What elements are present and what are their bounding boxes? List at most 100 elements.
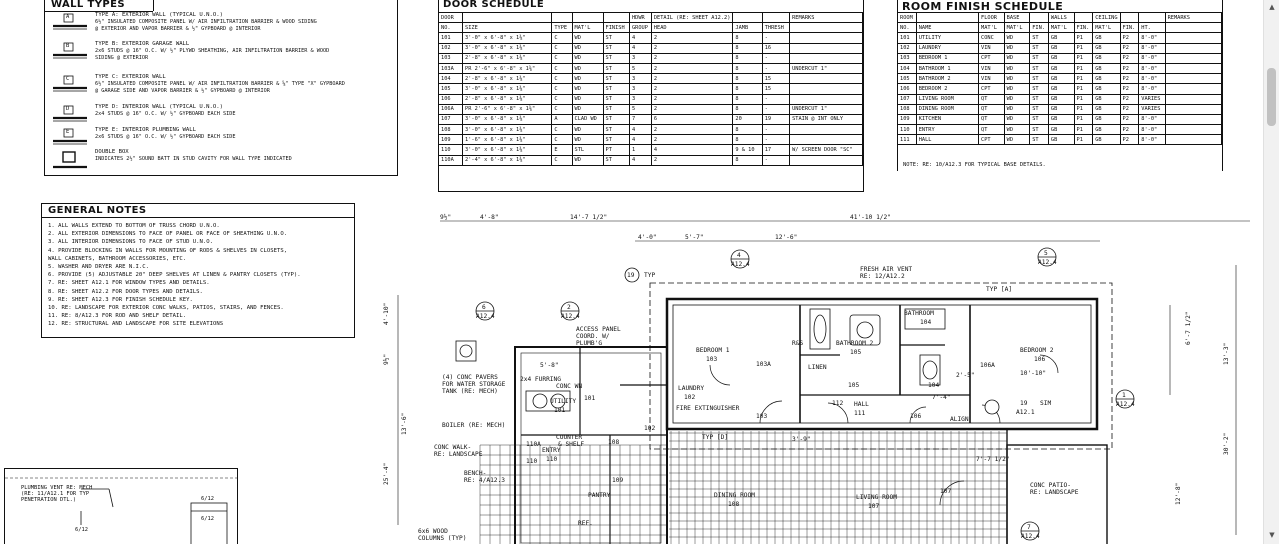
table-cell: - — [761, 154, 791, 166]
dimension-label: 13'-6" — [401, 413, 408, 435]
table-cell: 4 — [628, 124, 652, 136]
table-cell: 2 — [650, 62, 734, 75]
wall-type-tag: C — [66, 76, 70, 82]
table-cell: WD — [571, 83, 604, 95]
dimension-label: 7'-7 1/2" — [976, 456, 1010, 463]
table-cell: - — [761, 32, 791, 44]
table-cell: 103 — [897, 52, 917, 64]
scroll-down-arrow-icon[interactable]: ▼ — [1269, 531, 1275, 539]
table-cell: 9 & 10 — [732, 144, 763, 156]
table-cell: JAMB — [732, 22, 763, 34]
wall-type-callout: TYP [A] — [986, 286, 1012, 293]
dimension-label: 9½" — [440, 213, 451, 221]
table-cell — [1164, 83, 1223, 95]
table-cell: 2 — [650, 134, 734, 146]
table-cell: LIVING ROOM — [915, 93, 980, 105]
table-cell: ST — [1029, 134, 1049, 146]
table-cell: DOOR — [437, 11, 464, 24]
table-cell: 19 — [761, 113, 791, 126]
table-cell — [789, 32, 863, 44]
table-cell: 15 — [761, 73, 791, 85]
table-cell: CLAD WD — [571, 113, 604, 126]
table-cell: WD — [1003, 103, 1031, 115]
table-cell: HEAD — [650, 22, 734, 34]
table-cell: C — [551, 93, 573, 105]
table-cell: 3'-0" x 6'-8" x 1⅜" — [462, 124, 553, 136]
table-cell: - — [761, 124, 791, 136]
table-cell: 8 — [732, 52, 763, 64]
table-cell: WD — [1003, 83, 1031, 95]
detail-mark-number: 1 — [1122, 392, 1126, 399]
table-cell: WD — [1003, 42, 1031, 54]
table-cell: 3 — [628, 93, 652, 105]
table-cell: P2 — [1119, 134, 1140, 146]
general-note-item: 2. ALL EXTERIOR DIMENSIONS TO FACE OF PA… — [48, 231, 288, 238]
room-name-bathroom-2: BATHROOM 2 — [836, 340, 874, 347]
table-cell: WALLS — [1047, 11, 1075, 24]
table-cell — [1164, 52, 1223, 64]
table-cell: CPT — [978, 52, 1005, 64]
door-schedule-title: DOOR SCHEDULE — [443, 0, 545, 10]
table-cell: GB — [1092, 83, 1121, 95]
detail-mark-number: 2 — [567, 304, 571, 311]
table-cell: ST — [1029, 42, 1049, 54]
table-cell: 8'-0" — [1138, 62, 1166, 75]
table-cell: P2 — [1119, 52, 1140, 64]
table-cell: 107 — [437, 113, 464, 126]
table-cell: ST — [602, 62, 630, 75]
table-cell — [1164, 103, 1223, 115]
table-cell: PR 2'-6" x 6'-8" x 1⅜" — [462, 103, 553, 115]
table-cell: P1 — [1073, 93, 1094, 105]
table-cell: - — [761, 52, 791, 64]
room-name-entry: ENTRY — [542, 447, 561, 454]
room-number: 102 — [684, 394, 695, 401]
table-cell: ST — [1029, 103, 1049, 115]
scroll-up-arrow-icon[interactable]: ▲ — [1269, 3, 1275, 11]
table-cell: LAUNDRY — [915, 42, 980, 54]
wall-type-text: @ EXTERIOR AND VAPOR BARRIER & ½" GYPBOA… — [95, 26, 261, 32]
table-cell: ST — [602, 124, 630, 136]
table-cell — [789, 134, 863, 146]
vertical-scrollbar[interactable]: ▲ ▼ — [1263, 0, 1279, 544]
conc-label: CONC WN — [556, 383, 582, 390]
table-cell: 8'-0" — [1138, 42, 1166, 54]
table-cell — [1164, 113, 1223, 126]
table-cell: ST — [602, 42, 630, 54]
wall-type-text: TYPE D: INTERIOR WALL (TYPICAL U.N.O.) — [95, 104, 223, 110]
room-finish-title: ROOM FINISH SCHEDULE — [902, 0, 1064, 13]
table-cell: W/ SCREEN DOOR "SC" — [789, 144, 863, 156]
table-cell: VIN — [978, 42, 1005, 54]
wall-type-text: SIDING @ EXTERIOR — [95, 55, 149, 61]
door-tag: 106A — [980, 362, 995, 369]
table-cell: MAT'L — [978, 22, 1005, 34]
table-cell: 3'-0" x 6'-8" x 1⅜" — [462, 113, 553, 126]
table-cell: 2 — [650, 32, 734, 44]
table-cell: 3 — [628, 73, 652, 85]
table-cell — [1164, 22, 1223, 34]
door-tag: 112 — [832, 400, 843, 407]
table-cell: 1'-6" x 6'-8" x 1⅜" — [462, 134, 553, 146]
wall-type-symbol-icon — [53, 13, 87, 30]
table-cell: QT — [978, 124, 1005, 136]
table-cell: 104 — [437, 73, 464, 85]
table-cell: 4 — [628, 32, 652, 44]
general-note-item: 9. RE: SHEET A12.3 FOR FINISH SCHEDULE K… — [48, 296, 193, 303]
table-cell: 15 — [761, 83, 791, 95]
scrollbar-thumb[interactable] — [1267, 68, 1276, 126]
access-panel-label: ACCESS PANEL — [576, 326, 621, 333]
table-cell — [1164, 73, 1223, 85]
table-cell: DINING ROOM — [915, 103, 980, 115]
table-cell: ST — [1029, 93, 1049, 105]
wall-type-text: 2x6 STUDS @ 16" O.C. W/ ½" PLYWD SHEATHI… — [95, 48, 330, 54]
wall-type-text: 6½" INSULATED COMPOSITE PANEL W/ AIR INF… — [95, 81, 345, 87]
table-cell: 8 — [732, 93, 763, 105]
